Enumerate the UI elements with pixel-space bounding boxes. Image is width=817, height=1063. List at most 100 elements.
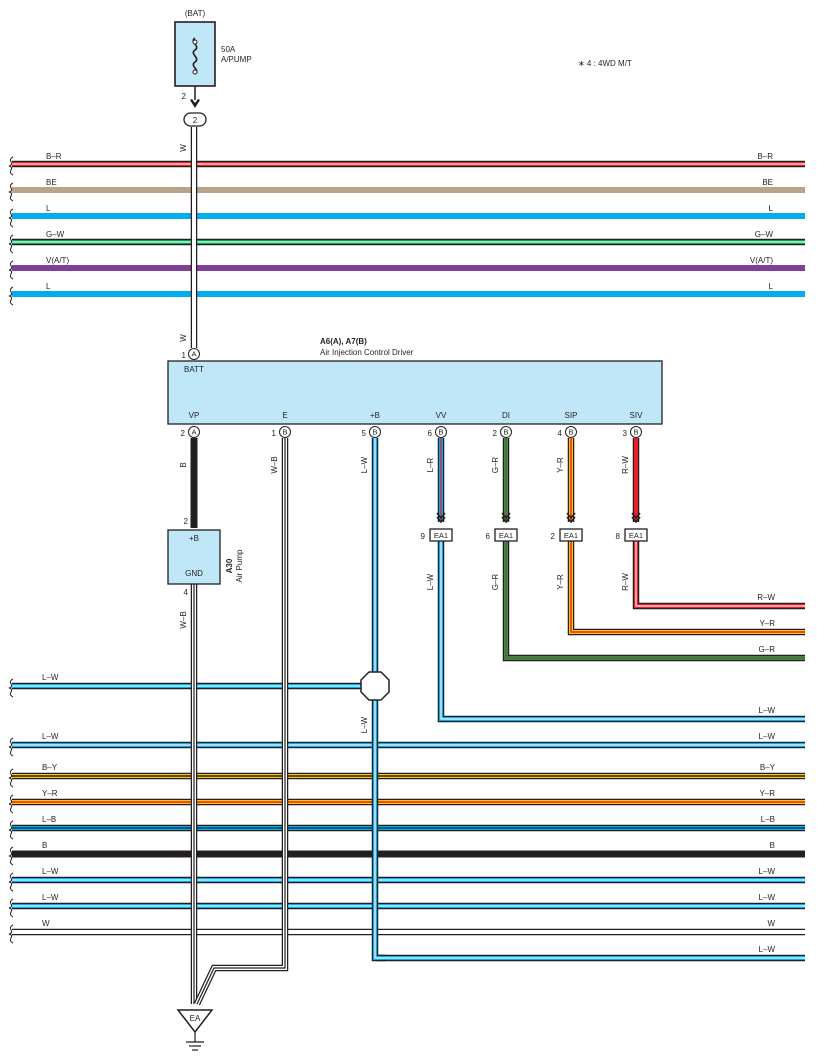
ea1-arrow-0-b [436,516,446,524]
bottom-bus-label-right-4: L–B [761,815,775,824]
ecu-pin-number-3: 6 [428,429,433,438]
right-bus-wire-3-tracer [440,540,805,720]
ecu-reference: A6(A), A7(B) [320,337,367,346]
bottom-bus-brace-3 [8,794,14,814]
ecu-name: Air Injection Control Driver [320,348,414,357]
bottom-bus-label-left-1: L–W [42,732,59,741]
junction-connector-number: 2 [193,116,198,125]
splice-out-wire-color: L–W [360,716,369,733]
bat-wire-color-top: W [179,144,188,152]
air-pump-name: Air Pump [235,549,244,582]
bottom-bus-label-left-3: Y–R [42,789,58,798]
ecu-pin-number-4: 2 [493,429,498,438]
air-pump-reference: A30 [225,558,234,573]
bottom-bus-label-right-6: L–W [759,867,776,876]
top-bus-label-left-2: L [46,204,51,213]
right-bus-label-3: L–W [759,706,776,715]
bottom-bus-brace-2 [8,768,14,788]
ecu-pin-connector-5-letter: B [568,428,573,437]
right-bus-wire-0 [634,540,805,608]
top-bus-brace-4 [8,260,14,280]
ecu-pin-connector-4 [500,426,512,438]
bottom-bus-brace-5 [8,846,14,866]
plus-b-wire-tracer [374,438,386,959]
bottom-bus-label-left-8: W [42,919,50,928]
ecu-pin-number-2: 5 [362,429,367,438]
bottom-bus-label-left-0: L–W [42,673,59,682]
bottom-bus-label-right-1: L–W [759,732,776,741]
bottom-bus-label-left-6: L–W [42,867,59,876]
ea1-connector-label-2: EA1 [564,531,578,540]
splice-point [360,671,390,701]
bottom-bus-brace-6 [8,872,14,892]
wire-layer [12,127,805,1006]
fuse-rating-label: 50A [221,45,236,54]
ecu-pin-connector-6-letter: B [633,428,638,437]
plus-b-wire-color: L–W [360,456,369,473]
top-bus-label-left-1: BE [46,178,57,187]
ea1-pin-number-2: 2 [551,532,556,541]
ea1-wire-above-1: G–R [491,457,500,474]
bottom-bus-label-left-2: B–Y [42,763,58,772]
fuse-source-label: (BAT) [185,9,206,18]
ecu-pin-connector-3-letter: B [438,428,443,437]
ecu-batt-label: BATT [184,365,204,374]
ecu-pin-number-1: 1 [272,429,277,438]
ea1-connector-0 [429,528,453,542]
ecu-pin-number-0: 2 [181,429,186,438]
ea1-arrow-0-a [436,512,446,520]
e-ground-wire [195,438,287,1005]
top-bus-label-right-2: L [769,204,774,213]
ecu-batt-connector-letter: A [191,350,196,359]
bat-wire-color-mid: W [179,334,188,342]
bottom-bus-brace-0 [8,678,14,698]
ecu-pin-label-0: VP [189,411,200,420]
bottom-bus-label-right-2: B–Y [760,763,776,772]
air-pump-pin-out: 4 [184,588,189,597]
top-bus-brace-3 [8,234,14,254]
ecu-pin-connector-4-letter: B [503,428,508,437]
ea1-wire-above-0: L–R [426,457,435,472]
bottom-bus-label-left-4: L–B [42,815,56,824]
ecu-pin-label-3: VV [436,411,447,420]
ecu-pin-connector-1 [279,426,291,438]
top-bus-label-left-3: G–W [46,230,65,239]
air-pump-pin-in: 2 [184,517,189,526]
ea1-arrow-3-b [631,516,641,524]
right-bus-wire-0-outline [632,540,805,610]
ecu-pin-connector-3 [435,426,447,438]
top-bus-label-right-3: G–W [755,230,774,239]
bottom-bus-brace-1 [8,737,14,757]
top-bus-brace-2 [8,208,14,228]
top-bus-label-left-0: B–R [46,152,62,161]
ecu-pin-connector-0 [188,426,200,438]
ea1-wire-above-2: Y–R [556,457,565,473]
ecu-box [167,360,663,425]
right-bus-label-1: Y–R [759,619,775,628]
right-bus-label-0: R–W [757,593,775,602]
bottom-bus-label-right-7: L–W [759,893,776,902]
air-pump-box [167,529,221,585]
top-bus-brace-5 [8,286,14,306]
bottom-bus-label-left-7: L–W [42,893,59,902]
model-note: ∗ 4 : 4WD M/T [578,59,632,68]
top-bus-label-right-1: BE [762,178,773,187]
component-layer [8,21,663,1051]
ecu-batt-pin-number: 1 [182,351,187,360]
ecu-pin-number-6: 3 [623,429,628,438]
ea1-arrow-1-a [501,512,511,520]
bottom-bus-brace-8 [8,924,14,944]
bottom-bus-label-right-9: L–W [759,945,776,954]
top-bus-label-right-4: V(A/T) [750,256,773,265]
bottom-bus-label-right-3: Y–R [759,789,775,798]
ecu-pin-connector-6 [630,426,642,438]
ecu-batt-connector [188,348,200,360]
ea1-arrow-1-b [501,516,511,524]
right-bus-wire-0-tracer [635,540,805,607]
bottom-bus-brace-7 [8,898,14,918]
right-bus-label-2: G–R [759,645,776,654]
ea1-connector-label-1: EA1 [499,531,513,540]
fuse-name-label: A/PUMP [221,55,252,64]
ecu-pin-connector-5 [565,426,577,438]
